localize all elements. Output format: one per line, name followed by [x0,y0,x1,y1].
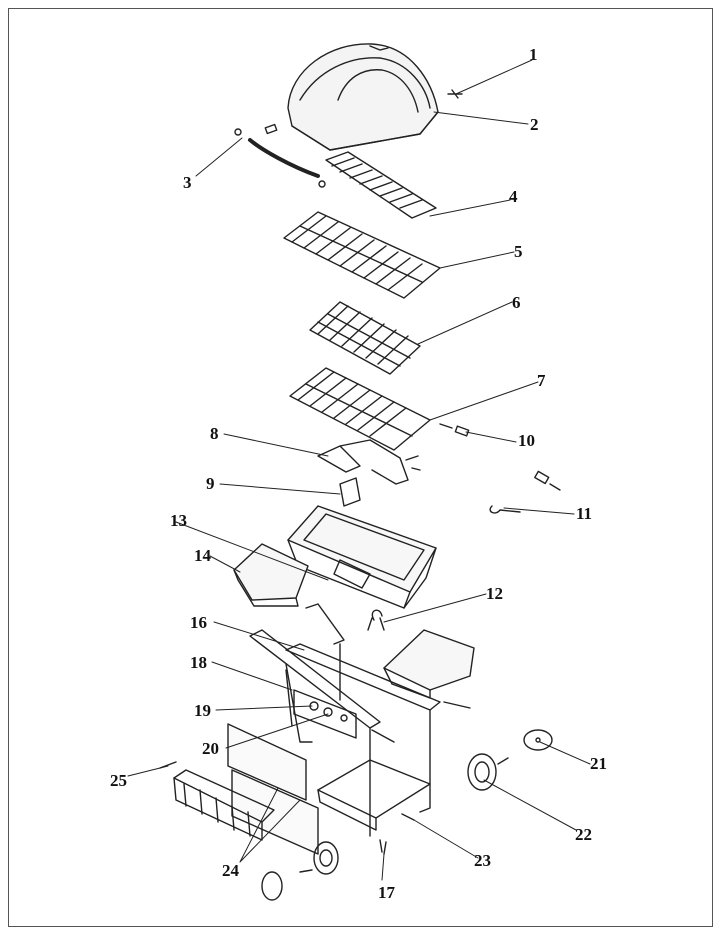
left-shelf-part [233,543,309,607]
clip-part [367,609,385,631]
callout-25: 25 [110,771,127,790]
support-arm-part [339,477,361,507]
callout-5: 5 [514,242,523,261]
handle-part [234,123,326,188]
callout-11: 11 [576,504,593,523]
callout-14: 14 [194,546,211,565]
callout-7: 7 [537,371,546,390]
callout-6: 6 [512,293,521,312]
lid-part [287,43,439,151]
callout-12: 12 [486,584,503,603]
callout-23: 23 [474,851,491,870]
callout-21: 21 [590,754,607,773]
callout-4: 4 [509,187,518,206]
leg-foot-part [379,813,415,855]
bottom-shelf-part [317,759,431,831]
cooking-grate-part [283,211,441,299]
callout-9: 9 [206,474,215,493]
callout-13: 13 [170,511,187,530]
callout-1: 1 [529,45,538,64]
callout-10: 10 [518,431,535,450]
charcoal-grate-part [289,367,431,451]
firebox-part [287,505,437,609]
door-panels-part [227,723,319,855]
callout-24: 24 [222,861,239,880]
leader-lines [127,59,591,881]
callout-8: 8 [210,424,219,443]
callout-18: 18 [190,653,207,672]
bracket-part [317,439,421,485]
callout-22: 22 [575,825,592,844]
hardware-10-part [439,423,470,437]
hardware-11-part [489,470,561,514]
warming-rack-part [325,151,437,219]
callout-16: 16 [190,613,207,632]
callout-20: 20 [202,739,219,758]
wheel-left-part [261,841,339,901]
callout-3: 3 [183,173,192,192]
handle-pin-part [447,89,463,99]
hubcap-part [523,729,553,751]
callout-19: 19 [194,701,211,720]
basket-part [159,761,275,841]
charcoal-grid-part [309,301,421,375]
callout-2: 2 [530,115,539,134]
right-shelf-part [383,629,475,709]
diagram-frame [8,8,713,927]
wheel-right-part [467,753,509,791]
callout-17: 17 [378,883,395,902]
control-panel-part [293,689,357,739]
